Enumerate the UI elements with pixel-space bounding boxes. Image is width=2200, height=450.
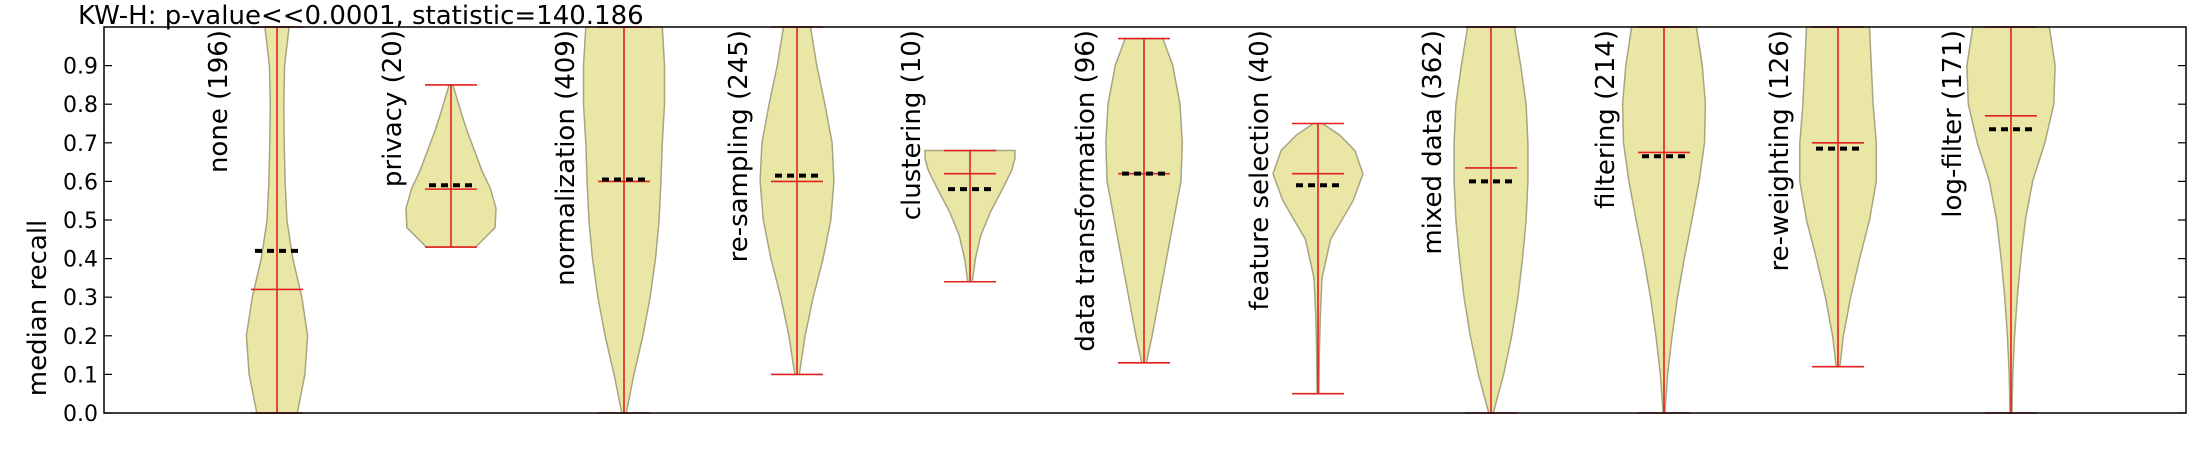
y-axis-title: median recall <box>23 220 53 397</box>
violin-1: privacy (20) <box>378 30 497 248</box>
chart-title: KW-H: p-value<<0.0001, statistic=140.186 <box>78 1 644 31</box>
y-tick-label: 0.6 <box>63 170 98 195</box>
violin-label: filtering (214) <box>1591 30 1621 209</box>
violin-6: feature selection (40) <box>1245 30 1364 395</box>
plot-frame <box>103 26 2187 414</box>
violin-8: filtering (214) <box>1591 26 1707 414</box>
y-tick-label: 0.2 <box>63 325 98 350</box>
violin-0: none (196) <box>204 26 309 414</box>
violin-5: data transformation (96) <box>1071 30 1184 364</box>
violin-label: log-filter (171) <box>1938 30 1968 218</box>
violin-label: privacy (20) <box>378 30 408 187</box>
violin-2: normalization (409) <box>551 26 666 414</box>
violin-label: feature selection (40) <box>1245 30 1275 311</box>
y-tick-label: 0.7 <box>63 132 98 157</box>
y-tick-label: 0.5 <box>63 209 98 234</box>
violin-label: data transformation (96) <box>1071 30 1101 352</box>
violin-9: re-weighting (126) <box>1765 26 1878 368</box>
violin-label: re-sampling (245) <box>724 30 754 262</box>
violin-10: log-filter (171) <box>1938 26 2056 414</box>
violin-label: none (196) <box>204 30 234 173</box>
violin-label: mixed data (362) <box>1418 30 1448 255</box>
violin-label: re-weighting (126) <box>1765 30 1795 272</box>
violins: none (196) privacy (20) normalization (409… <box>204 26 2056 414</box>
y-tick-label: 0.0 <box>63 402 98 427</box>
violin-label: clustering (10) <box>897 30 927 220</box>
y-tick-label: 0.9 <box>63 55 98 80</box>
violin-7: mixed data (362) <box>1418 26 1529 414</box>
violin-label: normalization (409) <box>551 30 581 286</box>
violin-3: re-sampling (245) <box>724 26 835 376</box>
y-tick-label: 0.1 <box>63 363 98 388</box>
y-tick-label: 0.4 <box>63 248 98 273</box>
y-tick-label: 0.8 <box>63 93 98 118</box>
y-axis: 0.0 0.1 0.2 0.3 0.4 0.5 0.6 0.7 0.8 0.9 <box>63 55 2186 427</box>
violin-4: clustering (10) <box>897 30 1016 283</box>
y-tick-label: 0.3 <box>63 286 98 311</box>
